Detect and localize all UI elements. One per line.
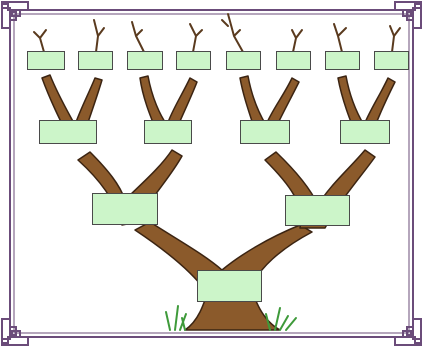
tree-twigs: [33, 13, 401, 53]
box-label: [227, 52, 260, 55]
parent-box-1: [92, 193, 158, 225]
box-label: [241, 121, 289, 124]
ancestor-box-gen4-1: [27, 51, 65, 70]
box-label: [326, 52, 359, 55]
ancestor-box-gen3-3: [240, 120, 290, 144]
ancestor-box-gen4-2: [78, 51, 113, 70]
box-label: [198, 271, 261, 274]
grass-tufts: [165, 305, 297, 331]
parent-box-2: [285, 195, 350, 226]
box-label: [177, 52, 210, 55]
ancestor-box-gen4-3: [127, 51, 163, 70]
ancestor-box-gen3-1: [39, 120, 97, 144]
box-label: [375, 52, 408, 55]
box-label: [93, 194, 157, 197]
box-label: [341, 121, 389, 124]
box-label: [28, 52, 64, 55]
box-label: [40, 121, 96, 124]
ancestor-box-gen4-4: [176, 51, 211, 70]
box-label: [145, 121, 191, 124]
box-label: [79, 52, 112, 55]
box-label: [277, 52, 310, 55]
ancestor-box-gen3-4: [340, 120, 390, 144]
ancestor-box-gen4-5: [226, 51, 261, 70]
ancestor-box-gen4-8: [374, 51, 409, 70]
box-label: [128, 52, 162, 55]
root-person-box: [197, 270, 262, 302]
box-label: [286, 196, 349, 199]
ancestor-box-gen3-2: [144, 120, 192, 144]
ancestor-box-gen4-7: [325, 51, 360, 70]
ancestor-box-gen4-6: [276, 51, 311, 70]
